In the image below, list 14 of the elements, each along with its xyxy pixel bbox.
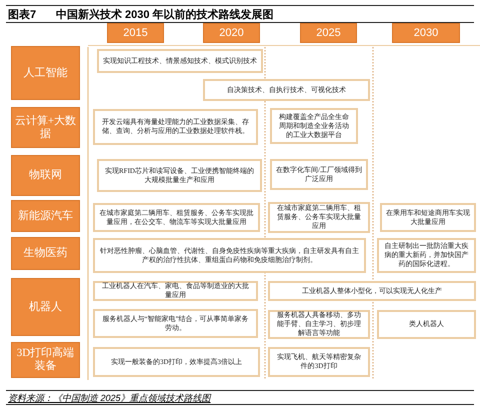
figure-number: 图表7 bbox=[8, 8, 36, 22]
category-box: 人工智能 bbox=[11, 46, 80, 100]
category-box: 生物医药 bbox=[11, 237, 80, 270]
category-box: 物联网 bbox=[11, 155, 80, 196]
category-box: 新能源汽车 bbox=[11, 200, 80, 232]
year-box: 2015 bbox=[107, 23, 164, 43]
title: 中国新兴技术 2030 年以前的技术路线发展图 bbox=[56, 8, 274, 22]
year-box: 2025 bbox=[300, 23, 357, 43]
source-note: 资料来源：《中国制造 2025》重点领域技术路线图 bbox=[8, 392, 211, 405]
year-box: 2020 bbox=[203, 23, 260, 43]
category-box: 机器人 bbox=[11, 278, 80, 336]
category-box: 云计算+大数据 bbox=[11, 107, 80, 148]
year-box: 2030 bbox=[392, 23, 460, 43]
category-box: 3D打印高端装备 bbox=[11, 342, 80, 378]
